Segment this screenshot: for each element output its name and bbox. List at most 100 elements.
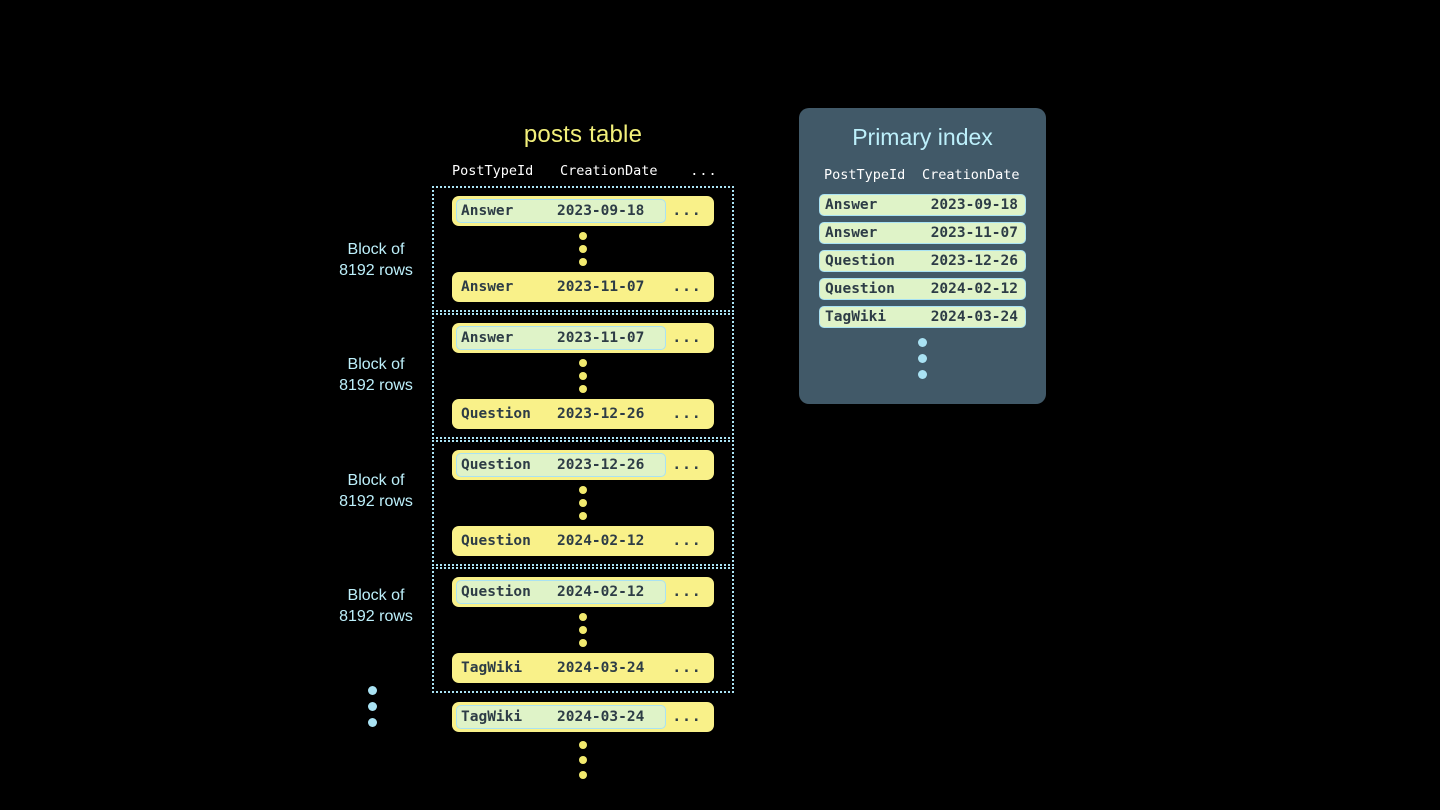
index-column-header-posttypeid: PostTypeId bbox=[824, 167, 906, 183]
table-row[interactable]: Answer 2023-11-07 ... bbox=[452, 323, 714, 353]
cell-creationdate: 2024-02-12 bbox=[557, 584, 645, 600]
row-key-highlight: Question 2024-02-12 bbox=[456, 580, 666, 604]
posts-table-title: posts table bbox=[523, 121, 643, 148]
row-key-highlight: TagWiki 2024-03-24 bbox=[456, 705, 666, 729]
trailing-row-wrapper: TagWiki 2024-03-24 ... bbox=[432, 694, 734, 732]
dot-icon bbox=[579, 499, 587, 507]
cell-posttypeid: Question bbox=[461, 584, 531, 600]
cell-posttypeid: Question bbox=[461, 457, 531, 473]
cell-more: ... bbox=[672, 203, 702, 219]
row-key-highlight: Question 2023-12-26 bbox=[456, 453, 666, 477]
cell-creationdate: 2024-03-24 bbox=[557, 660, 645, 676]
cell-more: ... bbox=[672, 660, 702, 676]
dot-icon bbox=[368, 718, 377, 727]
table-row[interactable]: TagWiki 2024-03-24 ... bbox=[452, 702, 714, 732]
block-label-4: Block of 8192 rows bbox=[316, 585, 436, 627]
cell-creationdate: 2024-03-24 bbox=[557, 709, 645, 725]
dot-icon bbox=[579, 741, 587, 749]
cell-posttypeid: Question bbox=[461, 406, 531, 422]
cell-creationdate: 2023-12-26 bbox=[557, 457, 645, 473]
index-cell-creationdate: 2023-12-26 bbox=[930, 253, 1018, 269]
block-of-rows: Answer 2023-09-18 ... Answer 2023-11-07 … bbox=[432, 186, 734, 312]
posts-table-column-headers: PostTypeId CreationDate ... bbox=[432, 162, 734, 186]
index-column-header-creationdate: CreationDate bbox=[922, 167, 1020, 183]
row-key-highlight: Answer 2023-11-07 bbox=[456, 326, 666, 350]
cell-more: ... bbox=[672, 406, 702, 422]
table-row[interactable]: TagWiki 2024-03-24 ... bbox=[452, 653, 714, 683]
index-row[interactable]: Question 2024-02-12 bbox=[819, 278, 1026, 300]
table-row[interactable]: Answer 2023-11-07 ... bbox=[452, 272, 714, 302]
cell-more: ... bbox=[672, 279, 702, 295]
dot-icon bbox=[579, 232, 587, 240]
dot-icon bbox=[918, 370, 927, 379]
block-label-line1: Block of bbox=[347, 587, 405, 604]
table-row[interactable]: Question 2023-12-26 ... bbox=[452, 399, 714, 429]
cell-posttypeid: Answer bbox=[461, 203, 514, 219]
index-row[interactable]: Answer 2023-09-18 bbox=[819, 194, 1026, 216]
table-row[interactable]: Question 2024-02-12 ... bbox=[452, 577, 714, 607]
table-ellipsis-dots bbox=[432, 732, 734, 782]
cell-more: ... bbox=[672, 584, 702, 600]
block-label-line2: 8192 rows bbox=[339, 262, 413, 279]
row-key: Answer 2023-11-07 bbox=[456, 275, 666, 299]
block-label-line2: 8192 rows bbox=[339, 608, 413, 625]
cell-more: ... bbox=[672, 709, 702, 725]
block-of-rows: Question 2024-02-12 ... TagWiki 2024-03-… bbox=[432, 567, 734, 693]
dot-icon bbox=[579, 258, 587, 266]
dot-icon bbox=[579, 639, 587, 647]
row-key: Question 2024-02-12 bbox=[456, 529, 666, 553]
index-cell-creationdate: 2024-02-12 bbox=[930, 281, 1018, 297]
cell-posttypeid: Question bbox=[461, 533, 531, 549]
cell-more: ... bbox=[672, 533, 702, 549]
dot-icon bbox=[368, 702, 377, 711]
cell-creationdate: 2023-12-26 bbox=[557, 406, 645, 422]
rows-ellipsis-dots bbox=[440, 480, 726, 526]
cell-posttypeid: TagWiki bbox=[461, 709, 523, 725]
block-of-rows: Question 2023-12-26 ... Question 2024-02… bbox=[432, 440, 734, 566]
rows-ellipsis-dots bbox=[440, 607, 726, 653]
primary-index-ellipsis-dots bbox=[799, 328, 1046, 379]
table-row[interactable]: Question 2024-02-12 ... bbox=[452, 526, 714, 556]
dot-icon bbox=[579, 771, 587, 779]
block-label-line2: 8192 rows bbox=[339, 493, 413, 510]
dot-icon bbox=[579, 245, 587, 253]
row-key-highlight: Answer 2023-09-18 bbox=[456, 199, 666, 223]
cell-creationdate: 2023-11-07 bbox=[557, 279, 645, 295]
index-row[interactable]: TagWiki 2024-03-24 bbox=[819, 306, 1026, 328]
index-cell-posttypeid: Answer bbox=[825, 225, 878, 241]
primary-index-column-headers: PostTypeId CreationDate bbox=[799, 166, 1046, 194]
block-label-line2: 8192 rows bbox=[339, 377, 413, 394]
dot-icon bbox=[579, 756, 587, 764]
blocks-continuation-dots bbox=[368, 686, 377, 727]
block-of-rows: Answer 2023-11-07 ... Question 2023-12-2… bbox=[432, 313, 734, 439]
index-row[interactable]: Question 2023-12-26 bbox=[819, 250, 1026, 272]
dot-icon bbox=[579, 385, 587, 393]
index-cell-creationdate: 2023-11-07 bbox=[930, 225, 1018, 241]
dot-icon bbox=[579, 613, 587, 621]
block-label-line1: Block of bbox=[347, 356, 405, 373]
dot-icon bbox=[579, 626, 587, 634]
index-cell-posttypeid: Question bbox=[825, 281, 895, 297]
table-row[interactable]: Question 2023-12-26 ... bbox=[452, 450, 714, 480]
block-label-1: Block of 8192 rows bbox=[316, 239, 436, 281]
dot-icon bbox=[918, 338, 927, 347]
index-cell-posttypeid: Question bbox=[825, 253, 895, 269]
block-label-line1: Block of bbox=[347, 241, 405, 258]
rows-ellipsis-dots bbox=[440, 226, 726, 272]
cell-creationdate: 2023-11-07 bbox=[557, 330, 645, 346]
index-row[interactable]: Answer 2023-11-07 bbox=[819, 222, 1026, 244]
block-label-2: Block of 8192 rows bbox=[316, 354, 436, 396]
block-label-3: Block of 8192 rows bbox=[316, 470, 436, 512]
dot-icon bbox=[368, 686, 377, 695]
row-key: Question 2023-12-26 bbox=[456, 402, 666, 426]
index-cell-posttypeid: TagWiki bbox=[825, 309, 887, 325]
cell-posttypeid: TagWiki bbox=[461, 660, 523, 676]
column-header-more: ... bbox=[690, 163, 718, 179]
dot-icon bbox=[579, 359, 587, 367]
dot-icon bbox=[579, 512, 587, 520]
cell-more: ... bbox=[672, 457, 702, 473]
block-label-line1: Block of bbox=[347, 472, 405, 489]
table-row[interactable]: Answer 2023-09-18 ... bbox=[452, 196, 714, 226]
rows-ellipsis-dots bbox=[440, 353, 726, 399]
